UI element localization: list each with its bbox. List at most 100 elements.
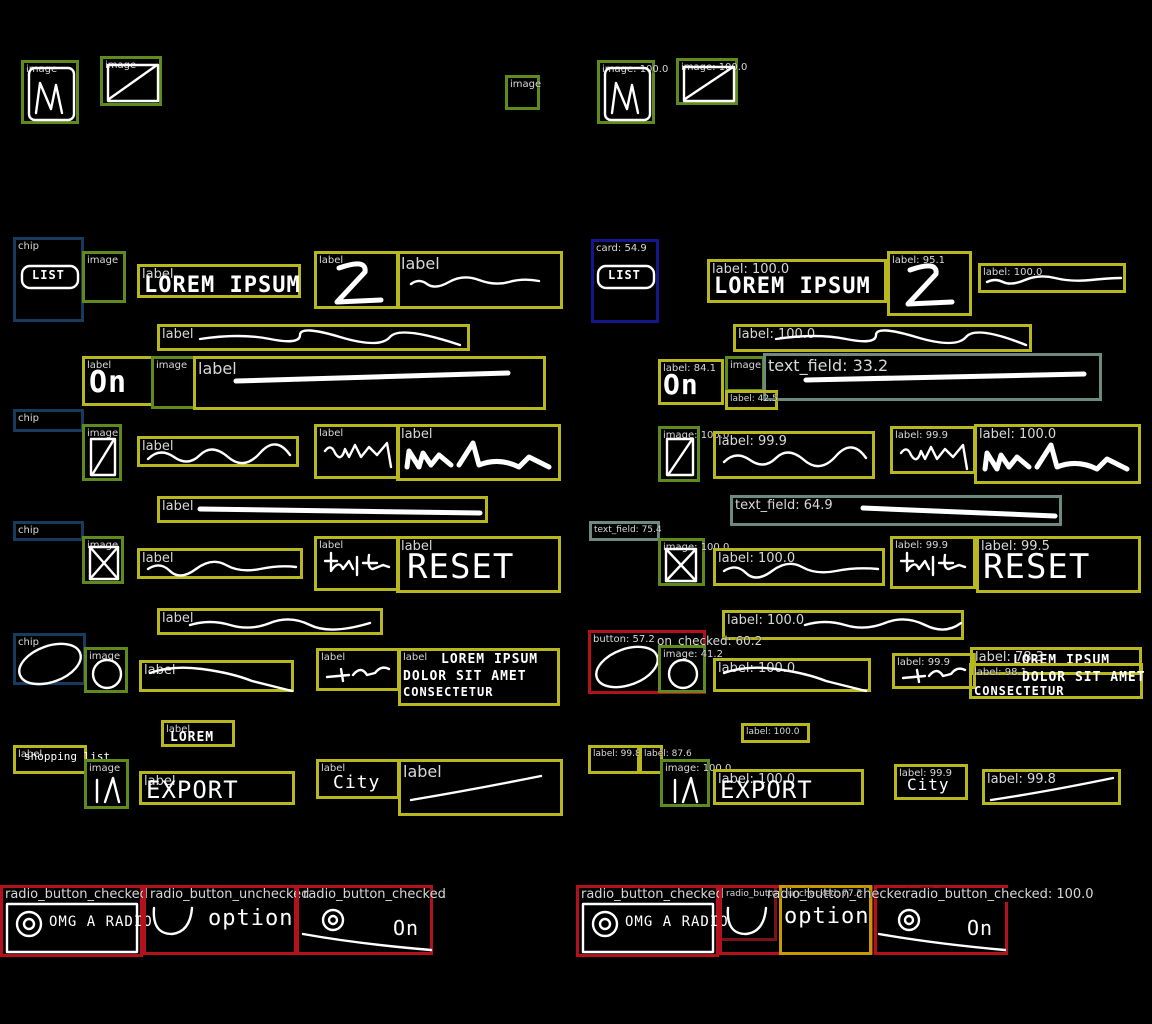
chip-box-3[interactable]: chip [13,521,84,541]
label-text: On [663,368,699,401]
label-small: label: 42.5 [725,390,778,410]
chip-sketch [18,642,82,686]
box-label: label: 100.0 [738,327,816,342]
radio-button-checked-2[interactable]: radio_button_checked On [296,885,446,955]
text-field-1[interactable]: text_field: 33.2 [763,353,1102,401]
wave-sketch [722,562,880,579]
radio-button-checked-3[interactable]: radio_button_checked: 100.0 [874,885,1094,955]
line-sketch [409,774,543,802]
box-label: label: 99.9 [899,768,952,779]
box-label: label [18,749,43,760]
chip-text: LIST [32,268,65,282]
box-label: label: 100.0 [746,727,800,737]
box-label: label [319,428,344,439]
image-box-6[interactable]: image: 100.0 [658,426,729,482]
box-label: button: 57.2 [593,634,655,645]
image-sketch-icon [664,547,698,583]
image-box-7[interactable]: image: 100.0 [658,538,729,586]
radio-button-checked-2[interactable]: radio_button_checked: 88.5 On [767,885,1008,955]
image-box-1[interactable]: image: 100.0 [597,60,668,124]
box-label: label [319,255,344,266]
wave-sketch [803,618,963,631]
image-sketch-icon [667,658,699,690]
label-z: label: 95.1 [887,251,972,316]
box-label: image: 41.2 [663,649,723,660]
card-box[interactable]: card: 54.9 LIST [591,239,659,323]
label-text: LOREM IPSUM [714,274,871,299]
label-long-1: label: 100.0 [733,324,1032,352]
image-box-4[interactable]: image [82,251,126,303]
wave-sketch [774,329,1028,347]
image-box-8[interactable]: image: 41.2 [658,645,723,693]
right-prediction-panel: image: 100.0 image: 100.0 card: 54.9 LIS… [576,0,1152,1024]
image-box-5[interactable]: image [151,356,196,409]
box-label: label [162,611,194,626]
box-label: image [510,79,542,90]
label-text: On [89,365,128,400]
radio-checked-icon [581,902,715,954]
box-label: card: 54.9 [596,243,647,254]
box-label: label: 87.6 [644,749,692,759]
box-label: label: 99.9 [897,657,950,668]
image-box-8[interactable]: image [84,647,128,693]
label-text: City [333,772,381,793]
image-box-1[interactable]: image [21,60,79,124]
box-label: chip [18,241,39,252]
image-box-9[interactable]: image: 100.0 [660,759,731,807]
chip-box-2[interactable]: chip [13,409,84,432]
scribble-sketch [323,551,391,577]
box-label: label [401,539,433,554]
radio-text: OMG A RADIO [625,914,729,930]
label-line: label [398,759,563,816]
image-box-9[interactable]: image [84,759,129,809]
label-long-3: label [157,496,488,523]
wave-sketch [146,560,298,577]
radio-button-checked-1[interactable]: radio_button_checked OMG A RADIO [0,885,152,957]
scribble-sketch [404,440,552,470]
radio-checked-icon [877,908,1007,952]
image-box-3[interactable]: image [505,75,542,110]
image-box-2[interactable]: image: 100.0 [676,58,747,105]
radio-checked-icon [5,902,139,954]
box-label: label: 100.0 [712,262,790,277]
radio-text: On [393,916,420,940]
box-label: chip [18,413,39,424]
label-text: CONSECTETUR [974,684,1065,698]
chip-box-4[interactable]: chip [13,633,86,686]
radio-button-checked-1[interactable]: radio_button_checked OMG A RADIO [576,885,728,957]
label-wave-1: label [396,251,563,309]
box-label: text_field: 33.2 [768,356,889,375]
wave-sketch [409,276,541,288]
text-field-2[interactable]: text_field: 64.9 [730,495,1062,526]
box-label: image [89,651,121,662]
label-signature: label: 99.9 [892,653,976,689]
radio-button-unchecked-1[interactable]: radio_button_unchecked option [143,885,309,955]
box-label: image [730,360,762,371]
image-box-5[interactable]: image [725,356,765,392]
box-label: label [162,327,194,342]
box-label: label: 100.0 [727,613,805,628]
label-signature: label [316,648,400,691]
text-field-3[interactable]: text_field: 75.4 [589,521,662,541]
wave-sketch [722,446,868,468]
z-sketch [334,261,384,305]
wave-sketch [146,443,292,465]
image-box-2[interactable]: image [100,56,162,106]
box-label: label [166,724,191,735]
box-label: label: 100.0 [983,267,1043,278]
label-wave-2: label [137,436,299,467]
box-label: label: 42.5 [730,394,778,404]
image-box-6[interactable]: image [82,424,122,481]
box-label: radio_button_checked: 88.5 [767,887,948,902]
label-text: EXPORT [720,776,813,804]
box-label: label [198,359,237,378]
box-label-secondary: on_checked: 60.2 [657,634,763,648]
box-label: label [142,267,174,282]
bar-sketch [860,505,1058,519]
chip-box-1[interactable]: chip LIST [13,237,84,322]
box-label: image [89,763,121,774]
radio-button-option[interactable]: option [779,885,872,955]
radio-text: option [784,904,870,929]
image-box-7[interactable]: image [82,536,124,584]
scribble-sketch [325,666,391,683]
